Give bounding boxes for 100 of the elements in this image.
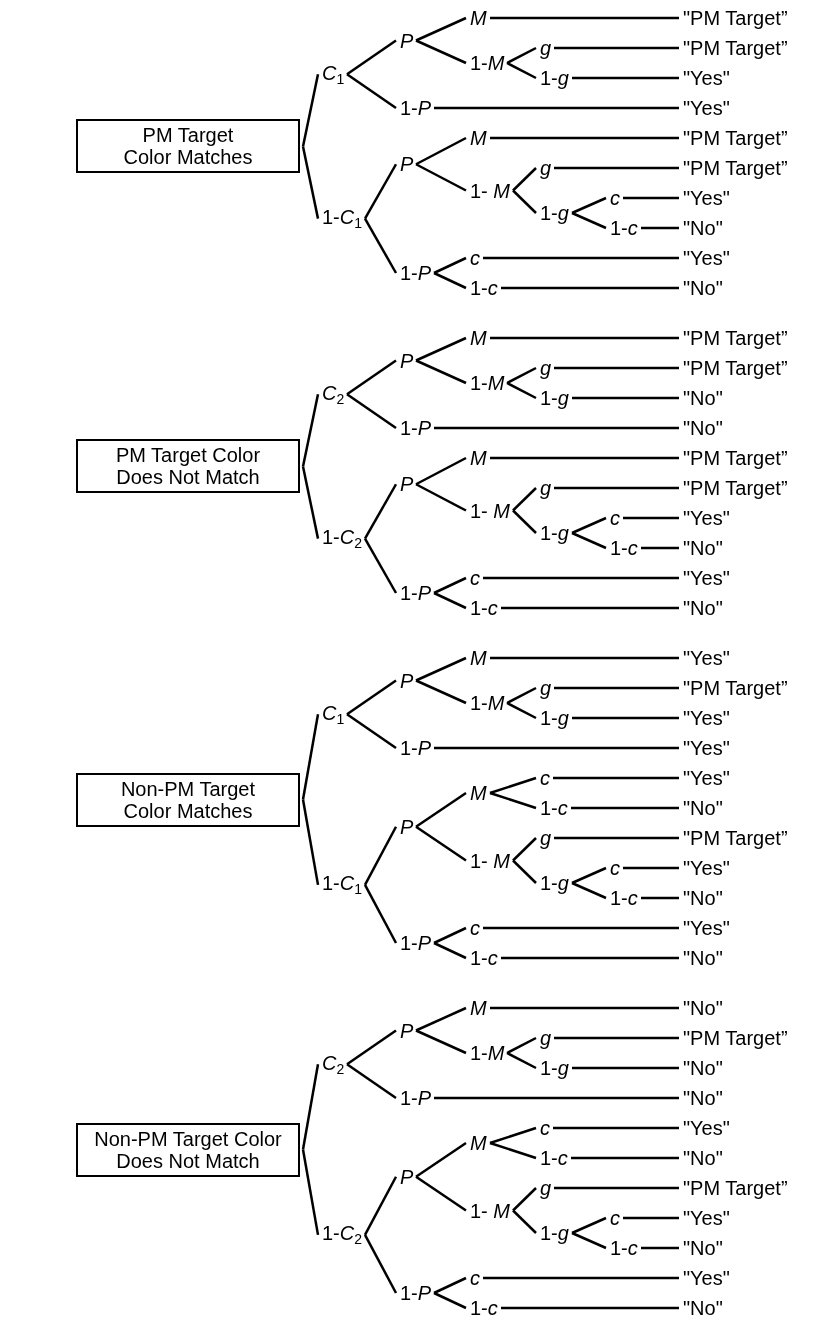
branch-line — [346, 39, 397, 76]
branch-line — [415, 136, 467, 166]
branch-label: 1-c — [540, 797, 568, 819]
branch-label: 1-c — [470, 277, 498, 299]
outcome-label: "No" — [683, 1297, 723, 1319]
branch-line — [501, 606, 679, 610]
branch-label: g — [540, 357, 552, 379]
branch-label: 1-g — [540, 1222, 569, 1244]
branch-line — [571, 1156, 679, 1160]
branch-label: M — [470, 127, 487, 149]
branch-line — [433, 926, 467, 945]
branch-line — [506, 701, 537, 720]
branch-label: 1-P — [400, 1282, 432, 1304]
branch-line — [501, 1306, 679, 1310]
branch-line — [490, 1006, 679, 1010]
branch-line — [506, 366, 537, 385]
outcome-label: "Yes" — [683, 1207, 730, 1229]
outcome-label: "No" — [683, 1237, 723, 1259]
branch-label: c — [470, 247, 480, 269]
branch-label: 1-M — [470, 372, 505, 394]
branch-line — [363, 1176, 398, 1236]
branch-line — [346, 713, 397, 750]
branch-label: 1-c — [610, 887, 638, 909]
branch-label: 1- M — [470, 1199, 510, 1222]
branch-label: g — [540, 1027, 552, 1049]
branch-label: 1-c — [470, 1297, 498, 1319]
branch-label: C$_{2}$ — [322, 1051, 345, 1077]
outcome-label: "Yes" — [683, 67, 730, 89]
branch-line — [571, 196, 607, 215]
branch-label: 1-P — [400, 932, 432, 954]
branch-label: 1- M — [470, 849, 510, 872]
branch-label: P — [400, 29, 414, 52]
branch-label: C$_{2}$ — [322, 381, 345, 407]
branch-label: 1-P — [400, 1087, 432, 1109]
branch-label: 1- M — [470, 179, 510, 202]
branch-line — [301, 799, 320, 886]
branch-line — [301, 466, 320, 539]
branch-line — [554, 836, 679, 840]
branch-line — [415, 456, 467, 486]
branch-label: c — [540, 1117, 550, 1139]
branch-label: c — [540, 767, 550, 789]
branch-label: 1-C$_{1}$ — [322, 206, 363, 231]
branch-label: 1-c — [470, 947, 498, 969]
condition-box: Non-PM Target Color Does Not Match — [76, 1122, 300, 1177]
branch-line — [571, 806, 679, 810]
branch-line — [434, 1096, 679, 1100]
branch-label: 1-P — [400, 262, 432, 284]
branch-line — [489, 791, 537, 810]
outcome-label: "Yes" — [683, 857, 730, 879]
branch-line — [554, 166, 679, 170]
branch-line — [433, 256, 467, 275]
branch-line — [363, 218, 398, 274]
branch-line — [512, 859, 537, 884]
branch-label: g — [540, 677, 552, 699]
branch-line — [571, 866, 607, 885]
branch-line — [572, 76, 679, 80]
branch-label: 1-g — [540, 387, 569, 409]
branch-label: 1-c — [470, 597, 498, 619]
outcome-label: "PM Target” — [683, 357, 788, 379]
branch-label: 1-c — [610, 537, 638, 559]
branch-line — [641, 1246, 679, 1250]
branch-line — [346, 393, 397, 430]
branch-label: 1-M — [470, 52, 505, 74]
branch-line — [301, 146, 320, 219]
branch-line — [301, 1064, 320, 1150]
branch-line — [506, 61, 537, 80]
branch-label: c — [610, 507, 620, 529]
branch-line — [363, 483, 398, 540]
branch-label: 1-P — [400, 582, 432, 604]
outcome-label: "PM Target” — [683, 37, 788, 59]
branch-label: 1-g — [540, 872, 569, 894]
branch-line — [415, 1006, 467, 1032]
branch-line — [554, 46, 679, 50]
outcome-label: "No" — [683, 1057, 723, 1079]
branch-line — [571, 531, 607, 550]
branch-label: M — [470, 7, 487, 29]
branch-line — [415, 336, 467, 362]
branch-line — [489, 776, 537, 795]
branch-label: P — [400, 815, 414, 838]
branch-line — [553, 1126, 679, 1130]
branch-line — [572, 1066, 679, 1070]
branch-line — [415, 791, 467, 828]
outcome-label: "PM Target” — [683, 127, 788, 149]
outcome-label: "PM Target” — [683, 477, 788, 499]
branch-line — [483, 256, 679, 260]
branch-line — [301, 394, 320, 467]
branch-label: M — [470, 997, 487, 1019]
outcome-label: "Yes" — [683, 187, 730, 209]
branch-line — [554, 1186, 679, 1190]
branch-line — [623, 1216, 679, 1220]
branch-line — [571, 1216, 607, 1235]
branch-line — [301, 74, 320, 147]
branch-label: P — [400, 349, 414, 372]
branch-label: c — [610, 1207, 620, 1229]
branch-line — [363, 538, 398, 594]
branch-line — [512, 837, 537, 862]
branch-line — [641, 546, 679, 550]
branch-line — [434, 106, 679, 110]
branch-line — [363, 826, 398, 886]
outcome-label: "PM Target” — [683, 1177, 788, 1199]
